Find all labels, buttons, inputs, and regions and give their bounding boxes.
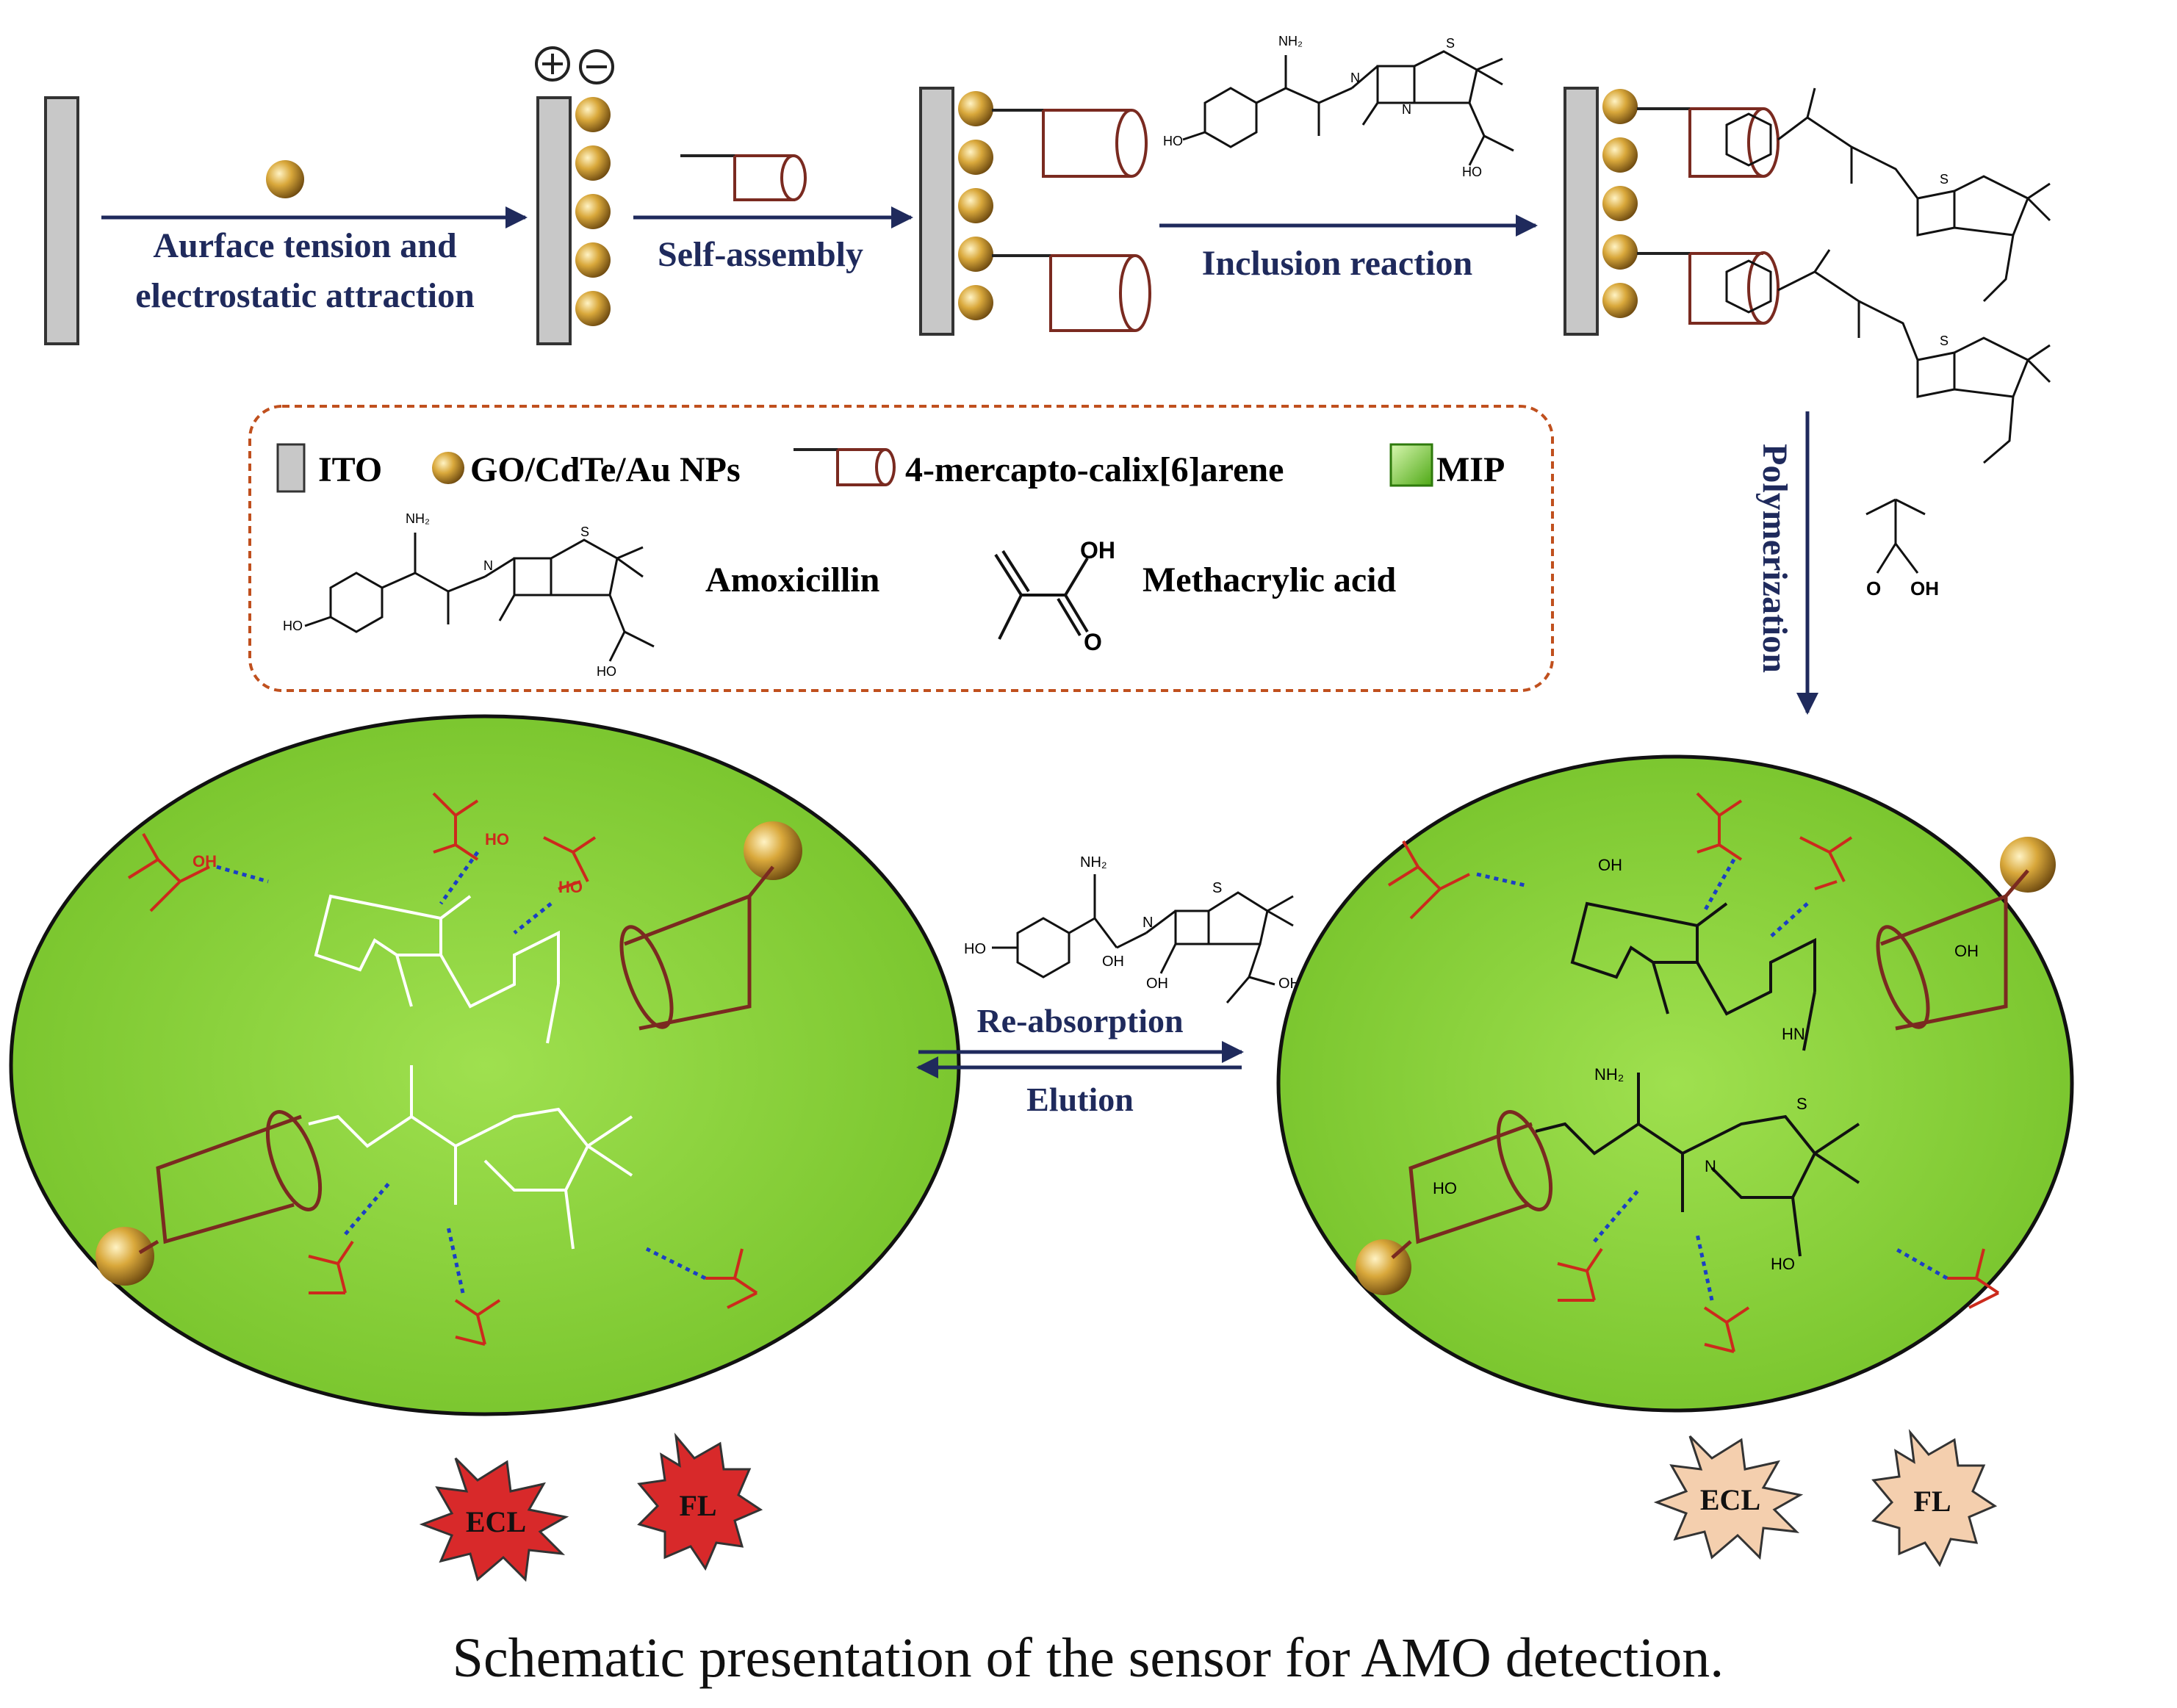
atom-label: OH <box>1954 942 1979 960</box>
methacrylic-acid-structure <box>994 549 1089 640</box>
ito-electrode-icon <box>1564 87 1599 336</box>
fl-burst-icon: FL <box>637 1433 763 1571</box>
fl-label-quenched: FL <box>1913 1485 1951 1518</box>
legend-methacrylic-label: Methacrylic acid <box>1143 561 1397 599</box>
atom-label: S <box>1446 36 1455 51</box>
atom-label: HN <box>1782 1025 1805 1043</box>
step4-label: Polymerization <box>1755 444 1794 673</box>
step1-label-line2: electrostatic attraction <box>135 276 475 315</box>
plus-charge-icon <box>535 46 570 82</box>
step2-label: Self-assembly <box>658 235 863 274</box>
atom-label: N <box>483 558 493 573</box>
nanoparticle-column <box>1602 89 1638 318</box>
ito-legend-icon <box>276 443 306 493</box>
atom-label: OH <box>1146 976 1168 992</box>
calixarene-cylinder-icon <box>138 1110 323 1255</box>
methacrylic-acid-monomer <box>1387 792 2000 1353</box>
calixarene-cylinder-icon <box>1637 251 1780 325</box>
nanoparticle-column <box>958 91 993 320</box>
gold-nanoparticle-icon <box>432 452 464 484</box>
atom-label: HO <box>283 619 303 633</box>
atom-label: HO <box>485 830 509 848</box>
atom-label: OH <box>192 852 217 871</box>
minus-charge-icon <box>579 49 614 84</box>
ito-electrode-icon <box>536 96 572 345</box>
calixarene-cylinder-icon <box>1876 869 2029 1031</box>
atom-label: S <box>580 525 589 539</box>
elution-label: Elution <box>1026 1081 1134 1118</box>
atom-label: S <box>1940 172 1948 187</box>
atom-label: O <box>1866 577 1881 599</box>
amoxicillin-structure-top <box>1182 50 1514 166</box>
legend-ito-label: ITO <box>318 450 382 489</box>
atom-label: HO <box>597 664 616 679</box>
atom-label: NH₂ <box>406 511 430 526</box>
ecl-label-active: ECL <box>466 1505 526 1538</box>
calixarene-cylinder-icon <box>992 254 1151 332</box>
ito-electrode-icon <box>44 96 79 345</box>
legend-mip-label: MIP <box>1436 450 1505 489</box>
free-amoxicillin-structure <box>992 874 1294 1003</box>
mip-ellipse-bound <box>1276 754 2074 1413</box>
calixarene-cylinder-icon <box>794 448 896 486</box>
ecl-burst-icon: ECL <box>1653 1435 1804 1560</box>
methacrylic-acid-monomer <box>127 792 758 1346</box>
atom-label: HO <box>558 878 583 896</box>
calixarene-cylinder-icon <box>619 865 774 1031</box>
legend-box <box>248 405 1554 692</box>
calixarene-cylinder-icon <box>1637 107 1780 178</box>
atom-label: N <box>1402 102 1411 117</box>
atom-label: OH <box>1102 954 1124 970</box>
atom-label: S <box>1796 1095 1807 1113</box>
atom-label: HO <box>1771 1255 1795 1273</box>
atom-label: NH₂ <box>1278 34 1303 48</box>
legend-nps-label: GO/CdTe/Au NPs <box>470 450 741 489</box>
legend-calix-label: 4-mercapto-calix[6]arene <box>905 450 1284 489</box>
atom-label: OH <box>1080 537 1115 563</box>
template-cavity <box>308 894 633 1250</box>
atom-label: S <box>1940 334 1948 348</box>
atom-label: HO <box>1462 165 1482 179</box>
mip-ellipse-eluted <box>9 714 961 1416</box>
atom-label: NH₂ <box>1594 1065 1624 1084</box>
step3-label: Inclusion reaction <box>1202 244 1472 283</box>
atom-label: HO <box>1163 134 1183 148</box>
calixarene-cylinder-icon <box>733 154 807 201</box>
atom-label: HO <box>964 941 986 957</box>
atom-label: N <box>1143 915 1153 931</box>
atom-label: HO <box>1433 1179 1457 1197</box>
mip-square-icon <box>1389 443 1433 487</box>
step1-label-line1: Aurface tension and <box>153 226 457 265</box>
fl-burst-icon: FL <box>1871 1429 1998 1568</box>
atom-label: NH₂ <box>1080 854 1107 871</box>
gold-nanoparticle-icon <box>96 1227 154 1286</box>
gold-nanoparticle-icon <box>2000 837 2056 893</box>
atom-label: OH <box>1598 856 1622 874</box>
methacrylic-acid-structure <box>1865 498 1926 574</box>
nanoparticle-column <box>575 97 611 326</box>
legend-amoxicillin-label: Amoxicillin <box>705 561 879 599</box>
template-bound <box>1535 901 1860 1257</box>
atom-label: S <box>1212 880 1222 896</box>
atom-label: N <box>1350 71 1360 85</box>
figure-caption: Schematic presentation of the sensor for… <box>453 1627 1724 1689</box>
hydrogen-bond-lines <box>1476 858 1948 1301</box>
fl-label-active: FL <box>679 1489 716 1522</box>
calixarene-cylinder-icon <box>992 109 1148 178</box>
atom-label: O <box>1084 629 1102 655</box>
gold-nanoparticle-icon <box>744 821 802 880</box>
gold-nanoparticle-icon <box>266 160 304 198</box>
ito-electrode-icon <box>919 87 954 336</box>
calixarene-cylinder-icon <box>1391 1110 1553 1259</box>
ecl-label-quenched: ECL <box>1700 1483 1760 1516</box>
atom-label: OH <box>1910 577 1939 599</box>
atom-label: N <box>1705 1157 1716 1175</box>
ecl-burst-icon: ECL <box>419 1457 569 1582</box>
reabsorption-label: Re-absorption <box>976 1002 1183 1039</box>
hydrogen-bond-lines <box>216 851 707 1294</box>
amoxicillin-structure-legend <box>304 533 655 662</box>
template-chain <box>1777 87 2051 464</box>
